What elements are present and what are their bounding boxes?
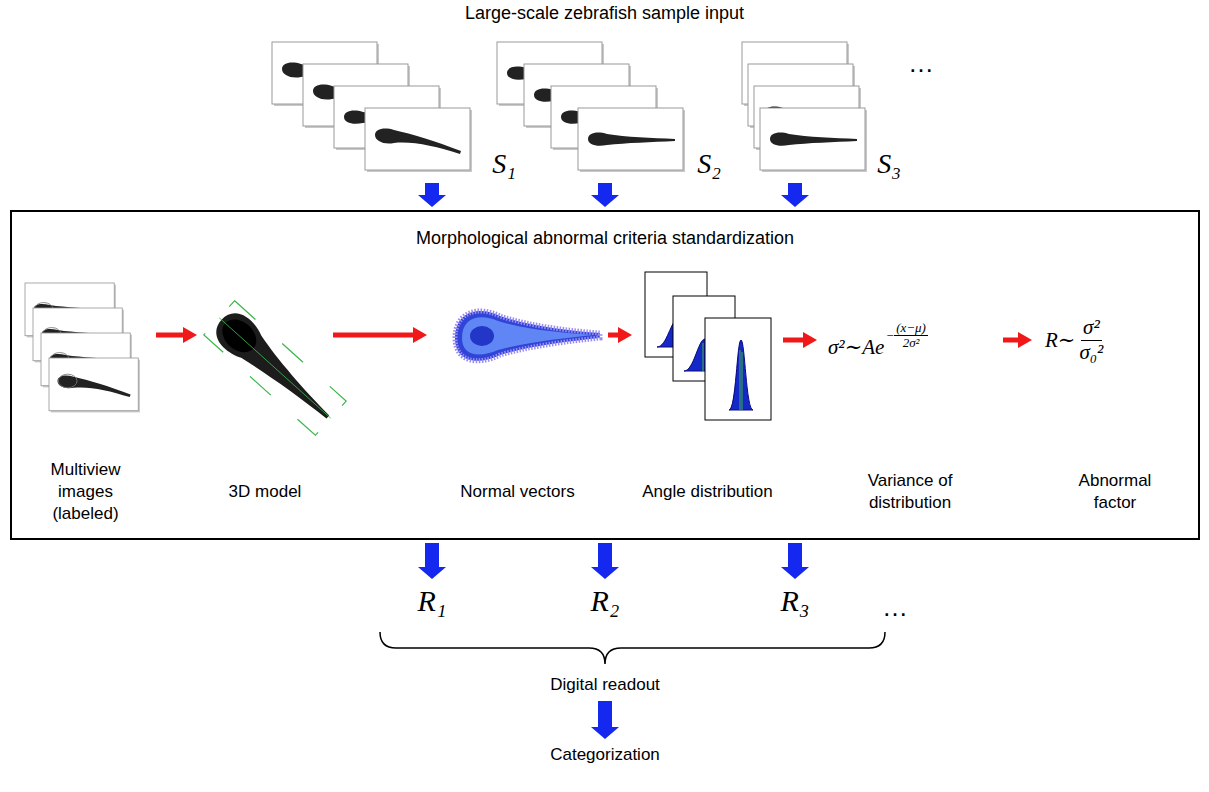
box-text: Digital readout (550, 674, 660, 696)
readout-value: R₃ (775, 582, 816, 621)
sample-label: S₃ (877, 149, 901, 180)
sample-stack-3 (742, 42, 867, 172)
readout-symbol: R₁ (418, 584, 447, 619)
panel-heading: Morphological abnormal criteria standard… (12, 228, 1198, 250)
sample-stack: S₂ (492, 38, 725, 180)
red-arrow (156, 327, 197, 343)
box-text: Categorization (550, 744, 660, 766)
formula-term: R∼ (1045, 328, 1075, 352)
sample-stack-2 (497, 42, 685, 172)
stage-step: R∼σ²σ₀² Abnormal factor (1035, 272, 1195, 530)
readout-symbol: R₂ (591, 584, 620, 619)
formula-term: σ²∼Ae (828, 335, 884, 359)
sample-label: S₁ (492, 149, 516, 180)
readout-value: R₁ (412, 582, 453, 621)
stage-step: 3D model (200, 272, 330, 530)
sample-stack: S₃ (735, 38, 905, 180)
readout-symbol: R₃ (781, 584, 810, 619)
formula-fraction: σ²σ₀² (1079, 316, 1103, 364)
sample-stack-1 (272, 42, 472, 172)
formula: σ²∼Ae−(x−μ)2σ² (828, 321, 928, 359)
readout-value: R₂ (585, 582, 626, 621)
stage-caption: 3D model (205, 481, 325, 503)
red-arrow (1003, 332, 1032, 348)
stage-step: Angle distribution (635, 272, 780, 530)
block-arrow (591, 543, 619, 579)
fraction-numerator: (x−μ) (894, 321, 928, 337)
block-arrow (418, 183, 446, 207)
exponent: −(x−μ)2σ² (885, 321, 928, 351)
readout-box: Digital readout (544, 672, 666, 698)
exponent-sign: − (885, 329, 894, 344)
stage-step: σ²∼Ae−(x−μ)2σ² Variance of distribution (820, 272, 1000, 530)
fraction-denominator: σ₀² (1079, 341, 1103, 365)
fraction-numerator: σ² (1081, 316, 1102, 341)
multiview-stack (25, 283, 140, 412)
sample-label: S₂ (697, 149, 721, 180)
angle-histograms (645, 272, 771, 420)
stage-caption: Abnormal factor (1063, 470, 1167, 514)
formula: R∼σ²σ₀² (1045, 316, 1103, 364)
red-arrow (608, 327, 632, 343)
title-heading: Large-scale zebrafish sample input (0, 3, 1209, 25)
red-arrow (333, 327, 427, 343)
sample-stack: S₁ (265, 38, 520, 180)
exponent-fraction: (x−μ)2σ² (894, 321, 928, 351)
process-panel: Morphological abnormal criteria standard… (10, 210, 1200, 540)
curly-brace (380, 632, 885, 664)
stage-caption: Normal vectors (433, 481, 603, 503)
block-arrow (781, 543, 809, 579)
ellipsis-mark: … (882, 594, 908, 620)
stage-caption: Multiview images (labeled) (30, 459, 142, 525)
fish-3d-model (204, 301, 346, 436)
stage-caption: Angle distribution (635, 481, 780, 503)
block-arrow (418, 543, 446, 579)
ellipsis-mark: … (908, 50, 934, 76)
red-arrow (783, 332, 817, 348)
stage-caption: Variance of distribution (851, 470, 969, 514)
block-arrow (591, 183, 619, 207)
stage-step: Multiview images (labeled) (18, 272, 153, 530)
block-arrow (781, 183, 809, 207)
result-box: Categorization (544, 742, 666, 768)
fraction-denominator: 2σ² (903, 336, 920, 351)
stage-step: Normal vectors (430, 272, 605, 530)
normal-vector-fish (455, 311, 600, 361)
block-arrow (591, 701, 619, 739)
